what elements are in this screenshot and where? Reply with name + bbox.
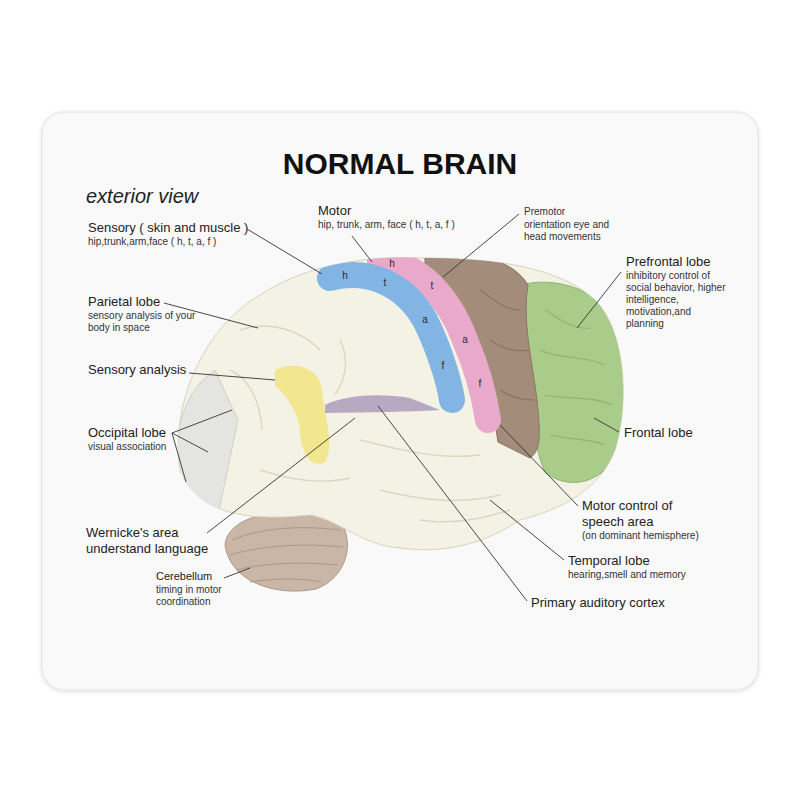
brain-regions [178, 254, 629, 522]
leader-line [378, 406, 527, 601]
region-description: hip,trunk,arm,face ( h, t, a, f ) [88, 236, 216, 248]
region-description: hearing,smell and memory [568, 569, 686, 581]
view-heading: exterior view [86, 184, 198, 208]
region-description: sensory analysis of your body in space [88, 310, 198, 334]
region-description: Premotor [524, 206, 565, 218]
region-label: Frontal lobe [624, 425, 693, 441]
region-label: Cerebellum [156, 570, 212, 583]
leader-line [247, 229, 322, 274]
label-anchor: Motor [318, 203, 351, 219]
label-anchor: hip,trunk,arm,face ( h, t, a, f ) [88, 236, 216, 248]
region-description: visual association [88, 441, 166, 453]
leader-line [352, 236, 372, 262]
body-part-letter: a [462, 335, 468, 345]
body-part-letter: h [342, 271, 348, 281]
label-anchor: inhibitory control of social behavior, h… [626, 270, 726, 330]
title: NORMAL BRAIN [0, 146, 800, 182]
label-anchor: h [342, 271, 348, 281]
region-label: Primary auditory cortex [531, 595, 665, 611]
label-anchor: Wernicke's area [86, 525, 179, 541]
label-anchor: t [384, 278, 387, 288]
region-description: hip, trunk, arm, face ( h, t, a, f ) [318, 219, 455, 231]
label-anchor: (on dominant hemisphere) [582, 530, 699, 542]
label-anchor: Premotor [524, 206, 565, 218]
leader-line [500, 425, 578, 506]
body-part-letter: a [422, 315, 428, 325]
label-anchor: Prefrontal lobe [626, 254, 711, 270]
label-anchor: Parietal lobe [88, 294, 160, 310]
region-label: Sensory ( skin and muscle ) [88, 220, 248, 236]
leader-lines [164, 214, 621, 601]
region-description: inhibitory control of social behavior, h… [626, 270, 726, 330]
label-anchor: sensory analysis of your body in space [88, 310, 198, 334]
label-anchor: hearing,smell and memory [568, 569, 686, 581]
region-label: Motor [318, 203, 351, 219]
body-part-letter: t [431, 281, 434, 291]
region-label: Sensory analysis [88, 362, 186, 378]
label-anchor: t [431, 281, 434, 291]
label-anchor: Primary auditory cortex [531, 595, 665, 611]
leader-line [172, 433, 208, 452]
label-anchor: Cerebellum [156, 570, 212, 583]
label-anchor: orientation eye and head movements [524, 219, 624, 243]
body-part-letter: h [389, 259, 395, 269]
cerebellum [225, 512, 347, 591]
region-label: Temporal lobe [568, 553, 650, 569]
label-anchor: visual association [88, 441, 166, 453]
label-anchor: hip, trunk, arm, face ( h, t, a, f ) [318, 219, 455, 231]
leader-line [490, 500, 564, 560]
region-description: (on dominant hemisphere) [582, 530, 699, 542]
label-anchor: exterior view [86, 184, 198, 208]
leader-line [594, 418, 619, 432]
leader-line [577, 272, 621, 328]
label-anchor: Motor control of speech area [582, 498, 707, 529]
region-label: Occipital lobe [88, 425, 166, 441]
leader-line [172, 433, 186, 482]
label-anchor: Sensory ( skin and muscle ) [88, 220, 248, 236]
body-part-letter: f [479, 379, 482, 389]
region-label: understand language [86, 541, 208, 557]
body-part-letter: f [442, 361, 445, 371]
leader-line [172, 410, 232, 433]
card [42, 112, 758, 690]
sensory-analysis-region [275, 366, 329, 464]
label-anchor: f [442, 361, 445, 371]
label-anchor: f [479, 379, 482, 389]
leader-line [189, 373, 275, 380]
region-label: Motor control of speech area [582, 498, 707, 529]
label-anchor: Sensory analysis [88, 362, 186, 378]
label-anchor: Frontal lobe [624, 425, 693, 441]
label-anchor: Occipital lobe [88, 425, 166, 441]
label-anchor: a [422, 315, 428, 325]
leader-line [207, 418, 355, 533]
label-anchor: timing in motor coordination [156, 584, 246, 608]
label-anchor: Temporal lobe [568, 553, 650, 569]
occipital-region [178, 370, 238, 515]
region-description: orientation eye and head movements [524, 219, 624, 243]
region-label: Wernicke's area [86, 525, 179, 541]
label-anchor: understand language [86, 541, 208, 557]
region-label: Parietal lobe [88, 294, 160, 310]
label-anchor: h [389, 259, 395, 269]
label-anchor: a [462, 335, 468, 345]
sensory-strip [330, 275, 452, 400]
leader-line [224, 568, 250, 578]
title-anchor: NORMAL BRAIN [0, 146, 800, 182]
region-label: Prefrontal lobe [626, 254, 711, 270]
region-description: timing in motor coordination [156, 584, 246, 608]
body-part-letter: t [384, 278, 387, 288]
auditory-cortex-region [325, 395, 440, 413]
